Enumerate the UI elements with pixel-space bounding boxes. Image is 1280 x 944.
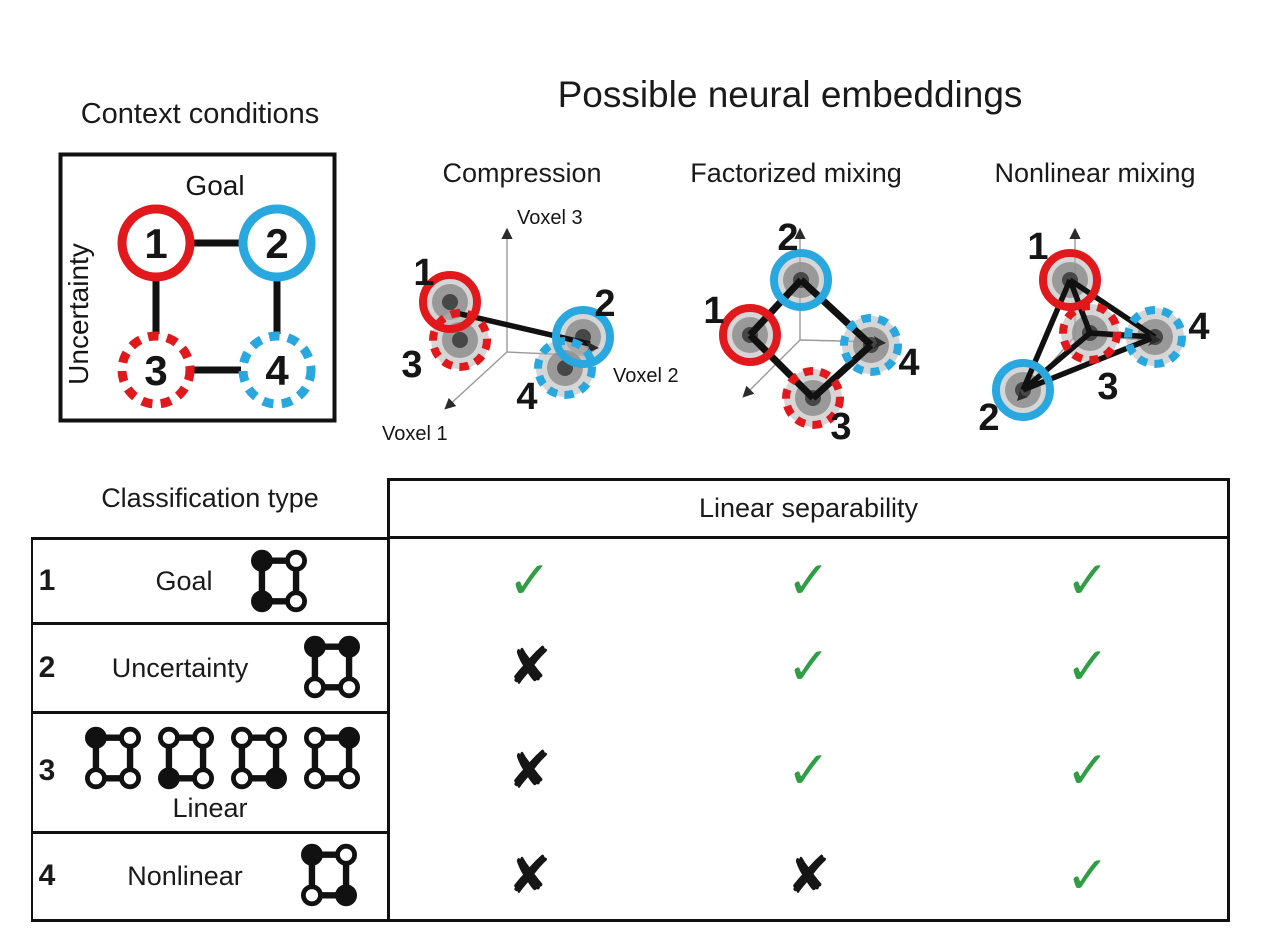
- result-mark: ✓: [786, 636, 831, 697]
- point-4-ring: [1124, 306, 1186, 368]
- table-line: [31, 711, 390, 714]
- graph-icon-linear-2: [157, 726, 214, 790]
- point-1-ring: [719, 304, 781, 366]
- voxel2-arrowhead: [873, 336, 886, 349]
- result-mark: ✘: [507, 845, 552, 906]
- context-box-border: [58, 152, 337, 423]
- point-3-ring: [429, 309, 491, 371]
- point-2-ring: [552, 306, 614, 368]
- mixing-edges: [747, 277, 874, 401]
- voxel3-axis-label: Voxel 3: [517, 207, 583, 229]
- graph-icon-goal: [251, 549, 307, 613]
- goal-axis-label: Goal: [185, 170, 244, 201]
- point-4-number: 4: [1188, 306, 1209, 348]
- point-3-number: 3: [401, 344, 422, 386]
- table-line: [31, 622, 390, 625]
- graph-icon-linear-3: [230, 726, 287, 790]
- condition-edges: [152, 239, 281, 374]
- result-mark: ✓: [1065, 741, 1110, 801]
- point-1-ring: [419, 271, 481, 333]
- compression-diagram: Voxel 3 Voxel 1 Voxel 2 1 2 3 4: [382, 207, 679, 445]
- result-mark: ✓: [1065, 551, 1110, 611]
- graph-icon-nonlinear: [301, 843, 357, 907]
- panel-label-nonlinear: Nonlinear mixing: [994, 158, 1196, 188]
- uncertainty-axis-label: Uncertainty: [63, 243, 94, 385]
- big-table-header-separator: [387, 536, 1230, 539]
- point-4-ring: [840, 314, 902, 376]
- row-4-label: Nonlinear: [127, 860, 243, 891]
- point-2-number: 2: [978, 397, 999, 439]
- condition-4-number: 4: [265, 347, 289, 394]
- results-row-nonlinear: ✘ ✘ ✓: [390, 831, 1227, 920]
- result-mark: ✓: [1065, 636, 1110, 697]
- row-1-number: 1: [38, 564, 56, 597]
- table-line: [31, 919, 390, 922]
- big-table-right-border: [1227, 478, 1230, 922]
- row-3-label: Linear: [172, 793, 248, 823]
- condition-3-number: 3: [144, 347, 167, 394]
- condition-2-number: 2: [265, 220, 288, 267]
- result-mark: ✓: [786, 551, 831, 611]
- point-2-ring: [992, 359, 1054, 421]
- results-row-uncertainty: ✘ ✓ ✓: [390, 622, 1227, 711]
- condition-2-ring: [238, 204, 316, 282]
- table-left-border: [31, 537, 33, 922]
- result-mark: ✘: [507, 741, 552, 801]
- point-1-ring: [1039, 249, 1101, 311]
- big-table-left-border: [387, 478, 390, 922]
- point-3-ring: [782, 367, 844, 429]
- table-line: [31, 831, 390, 834]
- point-4-ring: [534, 337, 596, 399]
- results-row-linear: ✘ ✓ ✓: [390, 711, 1227, 831]
- big-table-top-border: [387, 478, 1230, 481]
- voxel2-axis-label: Voxel 2: [613, 365, 679, 387]
- row-4-number: 4: [38, 859, 56, 892]
- row-3-number: 3: [38, 754, 56, 787]
- result-mark: ✓: [786, 741, 831, 801]
- point-3-number: 3: [830, 406, 851, 448]
- voxel1-axis-label: Voxel 1: [382, 423, 448, 445]
- condition-1-number: 1: [144, 220, 167, 267]
- graph-icon-linear-1: [85, 726, 141, 790]
- table-line: [31, 537, 390, 540]
- result-mark: ✘: [786, 845, 831, 906]
- point-3-ring: [1059, 302, 1121, 364]
- point-4-number: 4: [898, 342, 919, 384]
- linear-separability-results: ✓ ✓ ✓ ✘ ✓ ✓ ✘ ✓ ✓ ✘ ✘ ✓: [390, 540, 1227, 920]
- row-2-label: Uncertainty: [111, 652, 249, 683]
- row-2-number: 2: [38, 651, 56, 684]
- voxel1-arrowhead: [1017, 390, 1028, 401]
- graph-icon-linear-4: [304, 726, 360, 790]
- panel-label-compression: Compression: [442, 158, 602, 188]
- point-1-number: 1: [413, 252, 434, 294]
- point-4-number: 4: [516, 376, 537, 418]
- point-2-number: 2: [777, 217, 798, 259]
- point-2-ring: [770, 249, 832, 311]
- condition-4-ring: [238, 331, 316, 409]
- result-mark: ✓: [507, 551, 552, 611]
- results-row-goal: ✓ ✓ ✓: [390, 540, 1227, 622]
- nonlinear-mixing-diagram: 1 2 3 4: [978, 226, 1209, 439]
- condition-1-ring: [117, 204, 195, 282]
- voxel2-arrowhead: [1148, 333, 1161, 346]
- result-mark: ✘: [507, 636, 552, 697]
- factorized-mixing-diagram: 2 1 4 3: [703, 217, 919, 448]
- point-1-number: 1: [703, 290, 724, 332]
- graph-icon-uncertainty: [304, 635, 360, 699]
- context-conditions-diagram: Goal Uncertainty 1 2 3 4: [58, 152, 337, 423]
- embeddings-title: Possible neural embeddings: [557, 74, 1023, 115]
- point-3-number: 3: [1097, 366, 1118, 408]
- result-mark: ✓: [1065, 845, 1110, 906]
- row-1-label: Goal: [155, 565, 213, 596]
- point-2-number: 2: [594, 283, 615, 325]
- point-1-number: 1: [1027, 226, 1048, 268]
- condition-3-ring: [117, 331, 195, 409]
- classification-type-header: Classification type: [101, 483, 319, 513]
- point-blobs: [721, 251, 900, 427]
- panel-label-factorized: Factorized mixing: [690, 158, 902, 188]
- context-conditions-title: Context conditions: [80, 98, 320, 130]
- linear-separability-header: Linear separability: [698, 493, 919, 523]
- big-table-bottom-border: [387, 919, 1230, 922]
